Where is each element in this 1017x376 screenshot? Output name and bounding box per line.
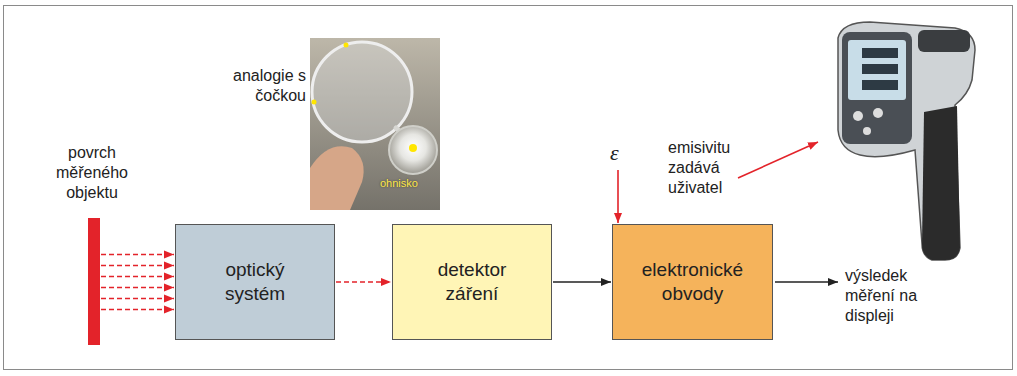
arrow-line [101,254,174,256]
emissivity-symbol: ε [610,140,619,166]
hand [310,146,364,210]
display-segment [862,48,898,58]
focus-label: ohnisko [380,176,418,190]
arrow-line [553,281,611,283]
surface-label: povrch měřeného objektu [50,143,134,203]
measured-surface: povrch měřeného objektu [88,218,100,345]
arrow-line [101,298,174,300]
radiation-arrow [336,282,391,283]
process-box: detektor záření [392,224,552,340]
thermometer-body [838,22,975,260]
display-segment [862,64,898,74]
arrow-line [101,309,174,311]
thermometer-button [863,127,871,135]
display-segment [862,80,898,90]
output-label: výsledek měření na displeji [845,266,930,326]
pointer-arrow [738,142,818,178]
box-label: optický systém [196,258,314,306]
emissivity-input-arrow [617,170,619,223]
thermometer-screen [848,40,906,100]
box-label: elektronické obvody [634,258,752,306]
photo-ground [310,38,440,210]
marker-dot [344,43,349,48]
signal-arrow [553,282,611,283]
lens-photo [310,38,440,210]
note-text: emisivitu zadává uživatel [668,138,748,198]
process-box: elektronické obvody [612,224,773,340]
figure-frame [4,6,1013,370]
arrow-line [101,287,174,289]
thermometer-button [873,108,883,118]
radiation-arrows [101,255,174,310]
arrow-line [336,281,391,283]
thermometer-head [918,30,970,52]
focus-point [409,144,417,152]
process-box: optický systém [175,224,335,340]
marker-dot [312,100,317,105]
arrow-line [101,276,174,278]
illustration-caption: analogie s čočkou [218,66,306,106]
ir-thermometer [838,22,975,260]
focus-screen [389,126,437,174]
thermometer-face [842,32,912,144]
thermometer-grip [922,106,960,260]
arrow-line [101,265,174,267]
thermometer-button [853,111,863,121]
box-label: detektor záření [413,258,531,306]
output-arrow [775,281,838,282]
